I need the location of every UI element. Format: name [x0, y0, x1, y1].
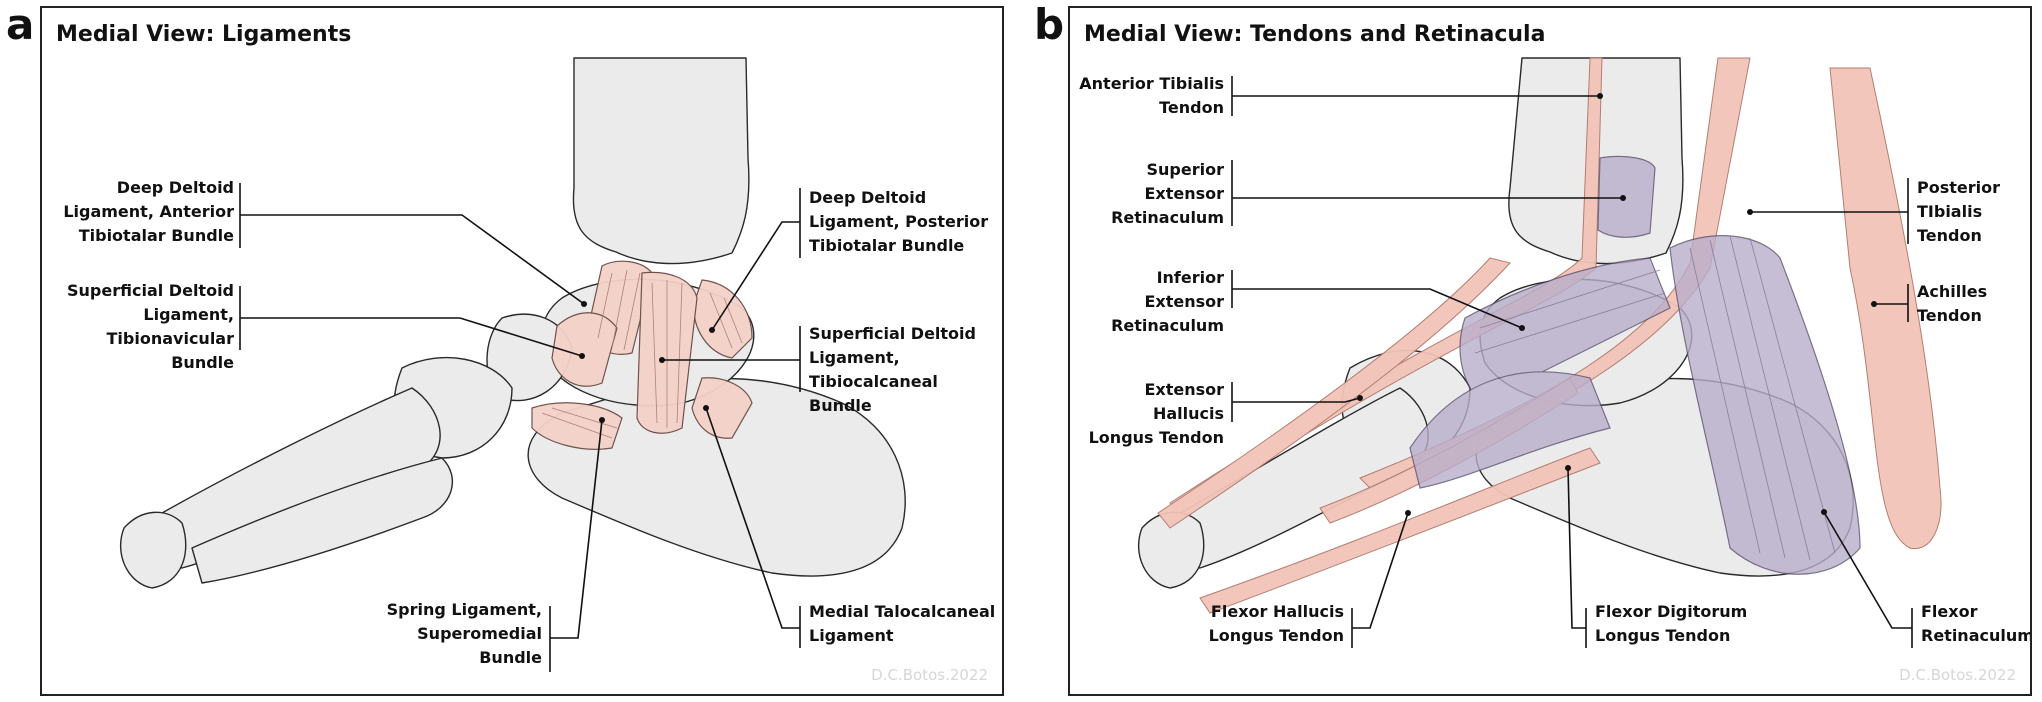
toe-bones: [119, 511, 187, 589]
leader-deep-deltoid-anterior: [239, 183, 585, 305]
calcaneus-bone: [527, 377, 906, 577]
label-deep-deltoid-anterior-tibiotalar: Deep Deltoid Ligament, Anterior Tibiotal…: [63, 178, 234, 245]
label-medial-talocalcaneal: Medial Talocalcaneal Ligament: [809, 602, 996, 645]
watermark: D.C.Botos.2022: [871, 666, 988, 684]
inferior-extensor-retinaculum-lower: [1409, 371, 1611, 489]
panel-letter-b: b: [1034, 0, 1065, 49]
leader-flexor-hallucis: [1351, 512, 1409, 648]
label-superficial-deltoid-tibiocalcaneal: Superficial Deltoid Ligament, Tibiocalca…: [809, 324, 976, 415]
label-deep-deltoid-posterior-tibiotalar: Deep Deltoid Ligament, Posterior Tibiota…: [809, 188, 989, 255]
inferior-extensor-retinaculum: [1459, 257, 1671, 404]
label-flexor-hallucis-longus: Flexor Hallucis Longus Tendon: [1208, 602, 1344, 645]
tendon-extensor-hallucis: [1157, 257, 1511, 529]
label-flexor-retinaculum: Flexor Retinaculum: [1921, 602, 2032, 645]
leader-extensor-hallucis: [1231, 382, 1361, 422]
superior-extensor-retinaculum: [1597, 155, 1656, 238]
label-extensor-hallucis-longus: Extensor Hallucis Longus Tendon: [1088, 380, 1224, 447]
tibia-bone: [572, 57, 750, 265]
panel-tendons: Medial View: Tendons and Retinacula: [1068, 6, 2032, 696]
panel-letter-a: a: [6, 0, 35, 49]
leader-flexor-retinaculum: [1823, 511, 1913, 648]
label-superficial-deltoid-tibionavicular: Superficial Deltoid Ligament, Tibionavic…: [67, 281, 234, 372]
leader-spring-ligament: [549, 419, 603, 672]
ligament-tibionavicular: [551, 312, 618, 387]
label-anterior-tibialis-tendon: Anterior Tibialis Tendon: [1079, 74, 1224, 117]
leader-achilles: [1874, 284, 1909, 322]
tendons-illustration: [1137, 57, 1942, 648]
leader-inferior-extensor: [1231, 270, 1523, 329]
label-spring-ligament: Spring Ligament, Superomedial Bundle: [386, 600, 542, 667]
leader-deep-deltoid-posterior: [711, 188, 801, 331]
label-posterior-tibialis-tendon: Posterior TIbialis Tendon: [1917, 178, 2000, 245]
label-achilles-tendon: Achilles Tendon: [1917, 282, 1988, 325]
metatarsal-bone-2: [191, 457, 453, 584]
leader-flexor-digitorum: [1567, 467, 1587, 648]
ligaments-illustration: [119, 57, 906, 672]
label-flexor-digitorum-longus: Flexor Digitorum Longus Tendon: [1595, 602, 1748, 645]
leader-anterior-tibialis: [1231, 76, 1600, 116]
panel-title: Medial View: Ligaments: [56, 22, 352, 47]
leader-superficial-deltoid-tibiocalcaneal: [662, 326, 801, 392]
label-inferior-extensor-retinaculum: Inferior Extensor Retinaculum: [1111, 268, 1224, 335]
leader-medial-talocalcaneal: [705, 407, 801, 648]
watermark: D.C.Botos.2022: [1899, 666, 2016, 684]
tendon-achilles: [1829, 67, 1942, 550]
label-superior-extensor-retinaculum: Superior Extensor Retinaculum: [1111, 160, 1224, 227]
panel-title: Medial View: Tendons and Retinacula: [1084, 22, 1546, 47]
ligament-posterior-tibiotalar: [693, 279, 753, 359]
leader-superficial-deltoid-tibionavicular: [239, 286, 583, 357]
tendon-flexor-hallucis: [1199, 447, 1601, 614]
ligament-talocalcaneal: [691, 377, 753, 439]
leader-superior-extensor: [1231, 160, 1623, 226]
navicular-bone: [486, 313, 573, 402]
flexor-retinaculum: [1669, 235, 1861, 575]
panel-ligaments: Medial View: Ligaments: [40, 6, 1004, 696]
